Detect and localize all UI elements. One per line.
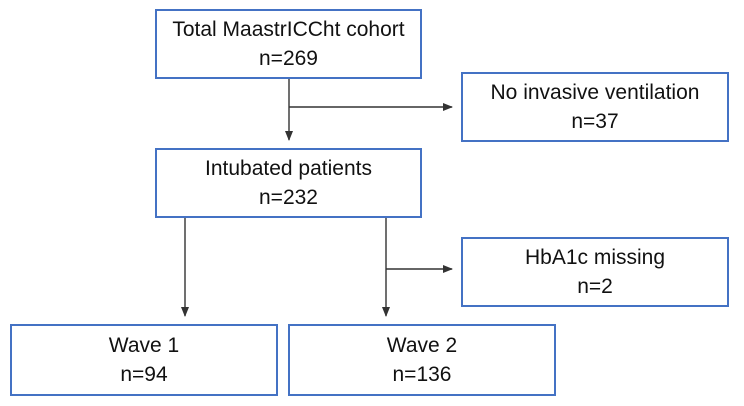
box-intubated-patients: Intubated patients n=232 — [155, 148, 422, 218]
box-no-invasive-ventilation-count: n=37 — [571, 110, 619, 133]
box-total-cohort-label: Total MaastrICCht cohort — [172, 18, 405, 41]
box-hba1c-missing: HbA1c missing n=2 — [461, 237, 729, 307]
box-wave-2: Wave 2 n=136 — [288, 324, 556, 396]
box-wave-2-label: Wave 2 — [386, 334, 458, 357]
box-total-cohort-count: n=269 — [259, 47, 318, 70]
box-intubated-patients-count: n=232 — [259, 186, 318, 209]
box-intubated-patients-label: Intubated patients — [205, 157, 372, 180]
box-no-invasive-ventilation: No invasive ventilation n=37 — [461, 72, 729, 142]
box-no-invasive-ventilation-label: No invasive ventilation — [490, 81, 700, 104]
box-hba1c-missing-label: HbA1c missing — [524, 246, 666, 269]
box-wave-1-label: Wave 1 — [108, 334, 180, 357]
box-wave-1: Wave 1 n=94 — [10, 324, 278, 396]
box-wave-2-count: n=136 — [392, 363, 452, 386]
box-hba1c-missing-count: n=2 — [577, 275, 613, 298]
box-total-cohort: Total MaastrICCht cohort n=269 — [155, 9, 422, 79]
box-wave-1-count: n=94 — [120, 363, 168, 386]
